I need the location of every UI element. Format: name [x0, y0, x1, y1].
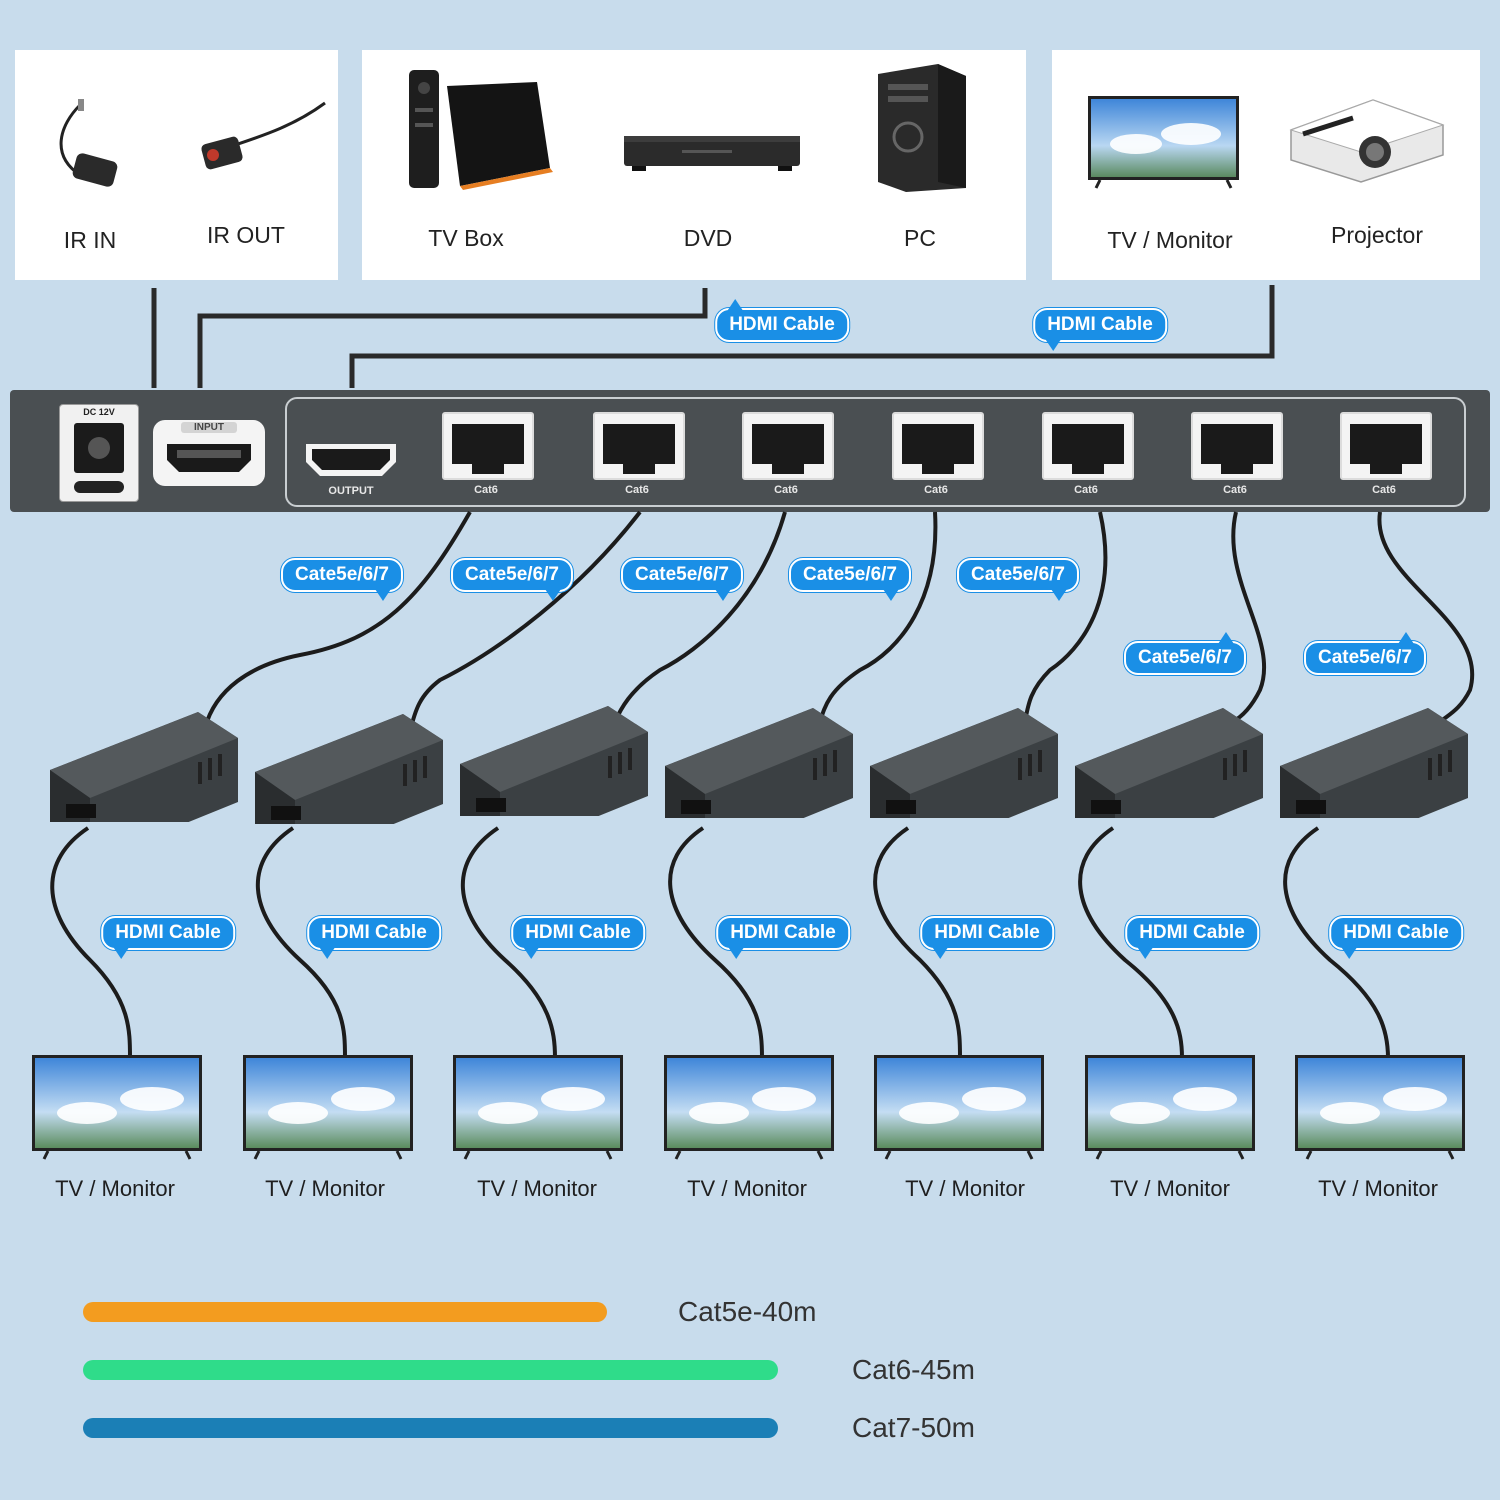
cat-cable-label-5: Cate5e/6/7: [956, 558, 1080, 601]
projector-icon: [1289, 99, 1445, 183]
receiver-4: [665, 708, 853, 818]
dc-power-port: DC 12V: [59, 404, 139, 502]
cable-wiring: [50, 510, 1475, 1059]
tv-monitor-4: [664, 1055, 834, 1160]
receiver-3: [460, 706, 648, 816]
tv-monitor-label: TV / Monitor: [1107, 227, 1233, 253]
tv-label-5: TV / Monitor: [905, 1176, 1025, 1201]
cat-cable-label-2: Cate5e/6/7: [450, 558, 574, 601]
hdmi-cable-label-tv-5: HDMI Cable: [920, 916, 1054, 959]
dvd-player-icon: [624, 136, 800, 171]
receiver-2: [255, 714, 443, 824]
input-wiring: [151, 285, 1275, 388]
hdmi-cable-label-tv-2: HDMI Cable: [307, 916, 441, 959]
receiver-6: [1075, 708, 1263, 818]
hdmi-cable-label-tv-6: HDMI Cable: [1125, 916, 1259, 959]
tv-label-6: TV / Monitor: [1110, 1176, 1230, 1201]
hdmi-cable-label-tv-1: HDMI Cable: [101, 916, 235, 959]
legend-bar-cat7: [83, 1418, 778, 1438]
port-label-4: Cat6: [924, 484, 948, 496]
tv-monitor-6: [1085, 1055, 1255, 1160]
hdmi-cable-label-tv-3: HDMI Cable: [511, 916, 645, 959]
cat-cable-label-7: Cate5e/6/7: [1303, 632, 1427, 675]
port-label-6: Cat6: [1223, 484, 1247, 496]
rj45-port-5[interactable]: [1042, 412, 1134, 480]
hdmi-output-port[interactable]: [304, 442, 398, 478]
cat-cable-label-3: Cate5e/6/7: [620, 558, 744, 601]
legend-label-cat7: Cat7-50m: [852, 1412, 975, 1443]
tv-monitor-3: [453, 1055, 623, 1160]
pc-tower-icon: [878, 64, 966, 192]
receiver-5: [870, 708, 1058, 818]
rj45-port-2[interactable]: [593, 412, 685, 480]
tv-label-7: TV / Monitor: [1318, 1176, 1438, 1201]
splitter-output-frame: [285, 397, 1466, 507]
hdmi-cable-label-tv-7: HDMI Cable: [1329, 916, 1463, 959]
tv-monitor-2: [243, 1055, 413, 1160]
port-label-5: Cat6: [1074, 484, 1098, 496]
tv-box-label: TV Box: [428, 225, 504, 251]
tv-label-1: TV / Monitor: [55, 1176, 175, 1201]
tv-monitor-1: [32, 1055, 202, 1160]
projector-label: Projector: [1330, 222, 1424, 248]
input-label: INPUT: [181, 422, 237, 433]
hdmi-cable-label-input: HDMI Cable: [715, 299, 849, 342]
port-label-2: Cat6: [625, 484, 649, 496]
output-label: OUTPUT: [328, 485, 374, 497]
ir-out-label: IR OUT: [207, 222, 285, 248]
cat-cable-label-4: Cate5e/6/7: [788, 558, 912, 601]
ir-out-icon: [201, 101, 326, 170]
pc-label: PC: [904, 225, 936, 251]
port-label-3: Cat6: [774, 484, 798, 496]
hdmi-cable-label-tv-4: HDMI Cable: [716, 916, 850, 959]
rj45-port-3[interactable]: [742, 412, 834, 480]
tv-box-icon: [409, 70, 553, 190]
hdmi-cable-label-output: HDMI Cable: [1033, 308, 1167, 351]
port-label-7: Cat6: [1372, 484, 1396, 496]
tv-monitor-7: [1295, 1055, 1465, 1160]
rj45-port-4[interactable]: [892, 412, 984, 480]
legend-bar-cat6: [83, 1360, 778, 1380]
rj45-port-1[interactable]: [442, 412, 534, 480]
legend-label-cat5e: Cat5e-40m: [678, 1296, 817, 1327]
legend-label-cat6: Cat6-45m: [852, 1354, 975, 1385]
rj45-port-6[interactable]: [1191, 412, 1283, 480]
ir-in-icon: [59, 99, 118, 187]
receiver-7: [1280, 708, 1468, 818]
tv-label-4: TV / Monitor: [687, 1176, 807, 1201]
cat-cable-label-6: Cate5e/6/7: [1123, 632, 1247, 675]
receiver-1: [50, 712, 238, 822]
ir-in-label: IR IN: [63, 227, 117, 253]
tv-monitor-icon: [1088, 96, 1239, 189]
dvd-label: DVD: [683, 225, 733, 251]
dc-label: DC 12V: [83, 407, 115, 417]
tv-label-3: TV / Monitor: [477, 1176, 597, 1201]
tv-label-2: TV / Monitor: [265, 1176, 385, 1201]
port-label-1: Cat6: [474, 484, 498, 496]
legend-bar-cat5e: [83, 1302, 607, 1322]
hdmi-input-port[interactable]: INPUT: [153, 420, 265, 486]
tv-monitor-5: [874, 1055, 1044, 1160]
rj45-port-7[interactable]: [1340, 412, 1432, 480]
cat-cable-label-1: Cate5e/6/7: [280, 558, 404, 601]
